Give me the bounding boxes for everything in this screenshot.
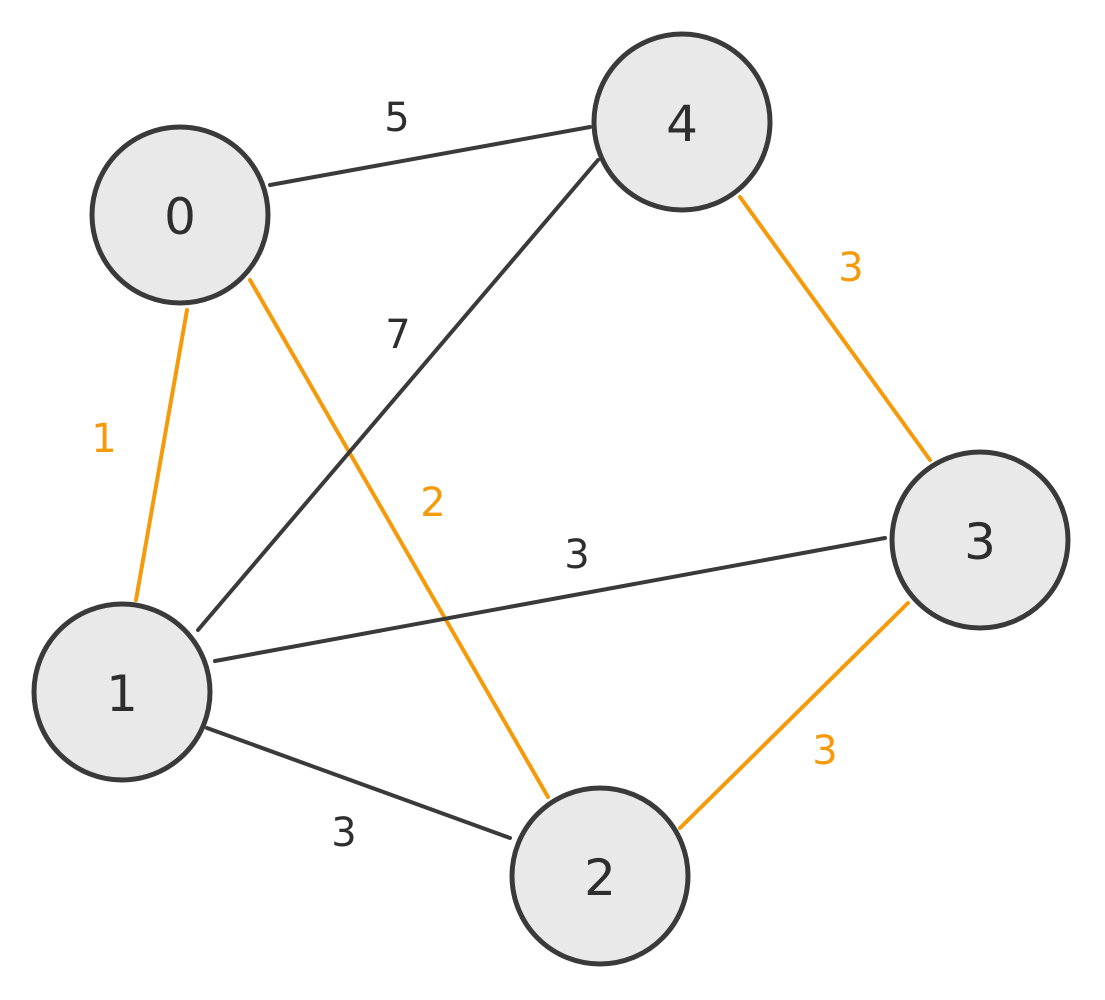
- edge-weight-1-3: 3: [564, 532, 589, 578]
- node-0: 0: [89, 124, 271, 306]
- edge-1-2: [205, 726, 512, 840]
- node-4: 4: [591, 31, 773, 213]
- node-1: 1: [31, 601, 213, 783]
- edge-weight-1-2: 3: [331, 810, 356, 856]
- edge-3-2: [678, 601, 910, 830]
- node-2: 2: [509, 785, 691, 967]
- node-3: 3: [889, 449, 1071, 631]
- node-label: 3: [964, 513, 996, 571]
- node-label: 1: [106, 665, 138, 723]
- node-circle: [509, 785, 691, 967]
- nodes-layer: 0 1 2 3 4: [31, 31, 1071, 967]
- node-label: 0: [164, 188, 196, 246]
- edge-1-4: [196, 158, 600, 632]
- weights-layer: 5 1 2 7 3 3 3 3: [91, 95, 863, 856]
- edges-layer: [134, 125, 932, 840]
- edge-0-4: [268, 125, 592, 187]
- edge-weight-0-2: 2: [420, 480, 445, 526]
- edge-weight-3-2: 3: [812, 728, 837, 774]
- edge-0-1: [134, 308, 189, 602]
- edge-weight-0-1: 1: [91, 416, 116, 462]
- edge-weight-4-3: 3: [838, 245, 863, 291]
- node-circle: [89, 124, 271, 306]
- node-label: 4: [666, 95, 698, 153]
- edge-weight-0-4: 5: [384, 95, 409, 141]
- edge-0-2: [248, 278, 550, 799]
- node-circle: [889, 449, 1071, 631]
- node-label: 2: [584, 849, 616, 907]
- edge-1-3: [213, 536, 887, 663]
- edge-weight-1-4: 7: [385, 312, 410, 358]
- node-circle: [591, 31, 773, 213]
- edge-4-3: [738, 195, 932, 462]
- node-circle: [31, 601, 213, 783]
